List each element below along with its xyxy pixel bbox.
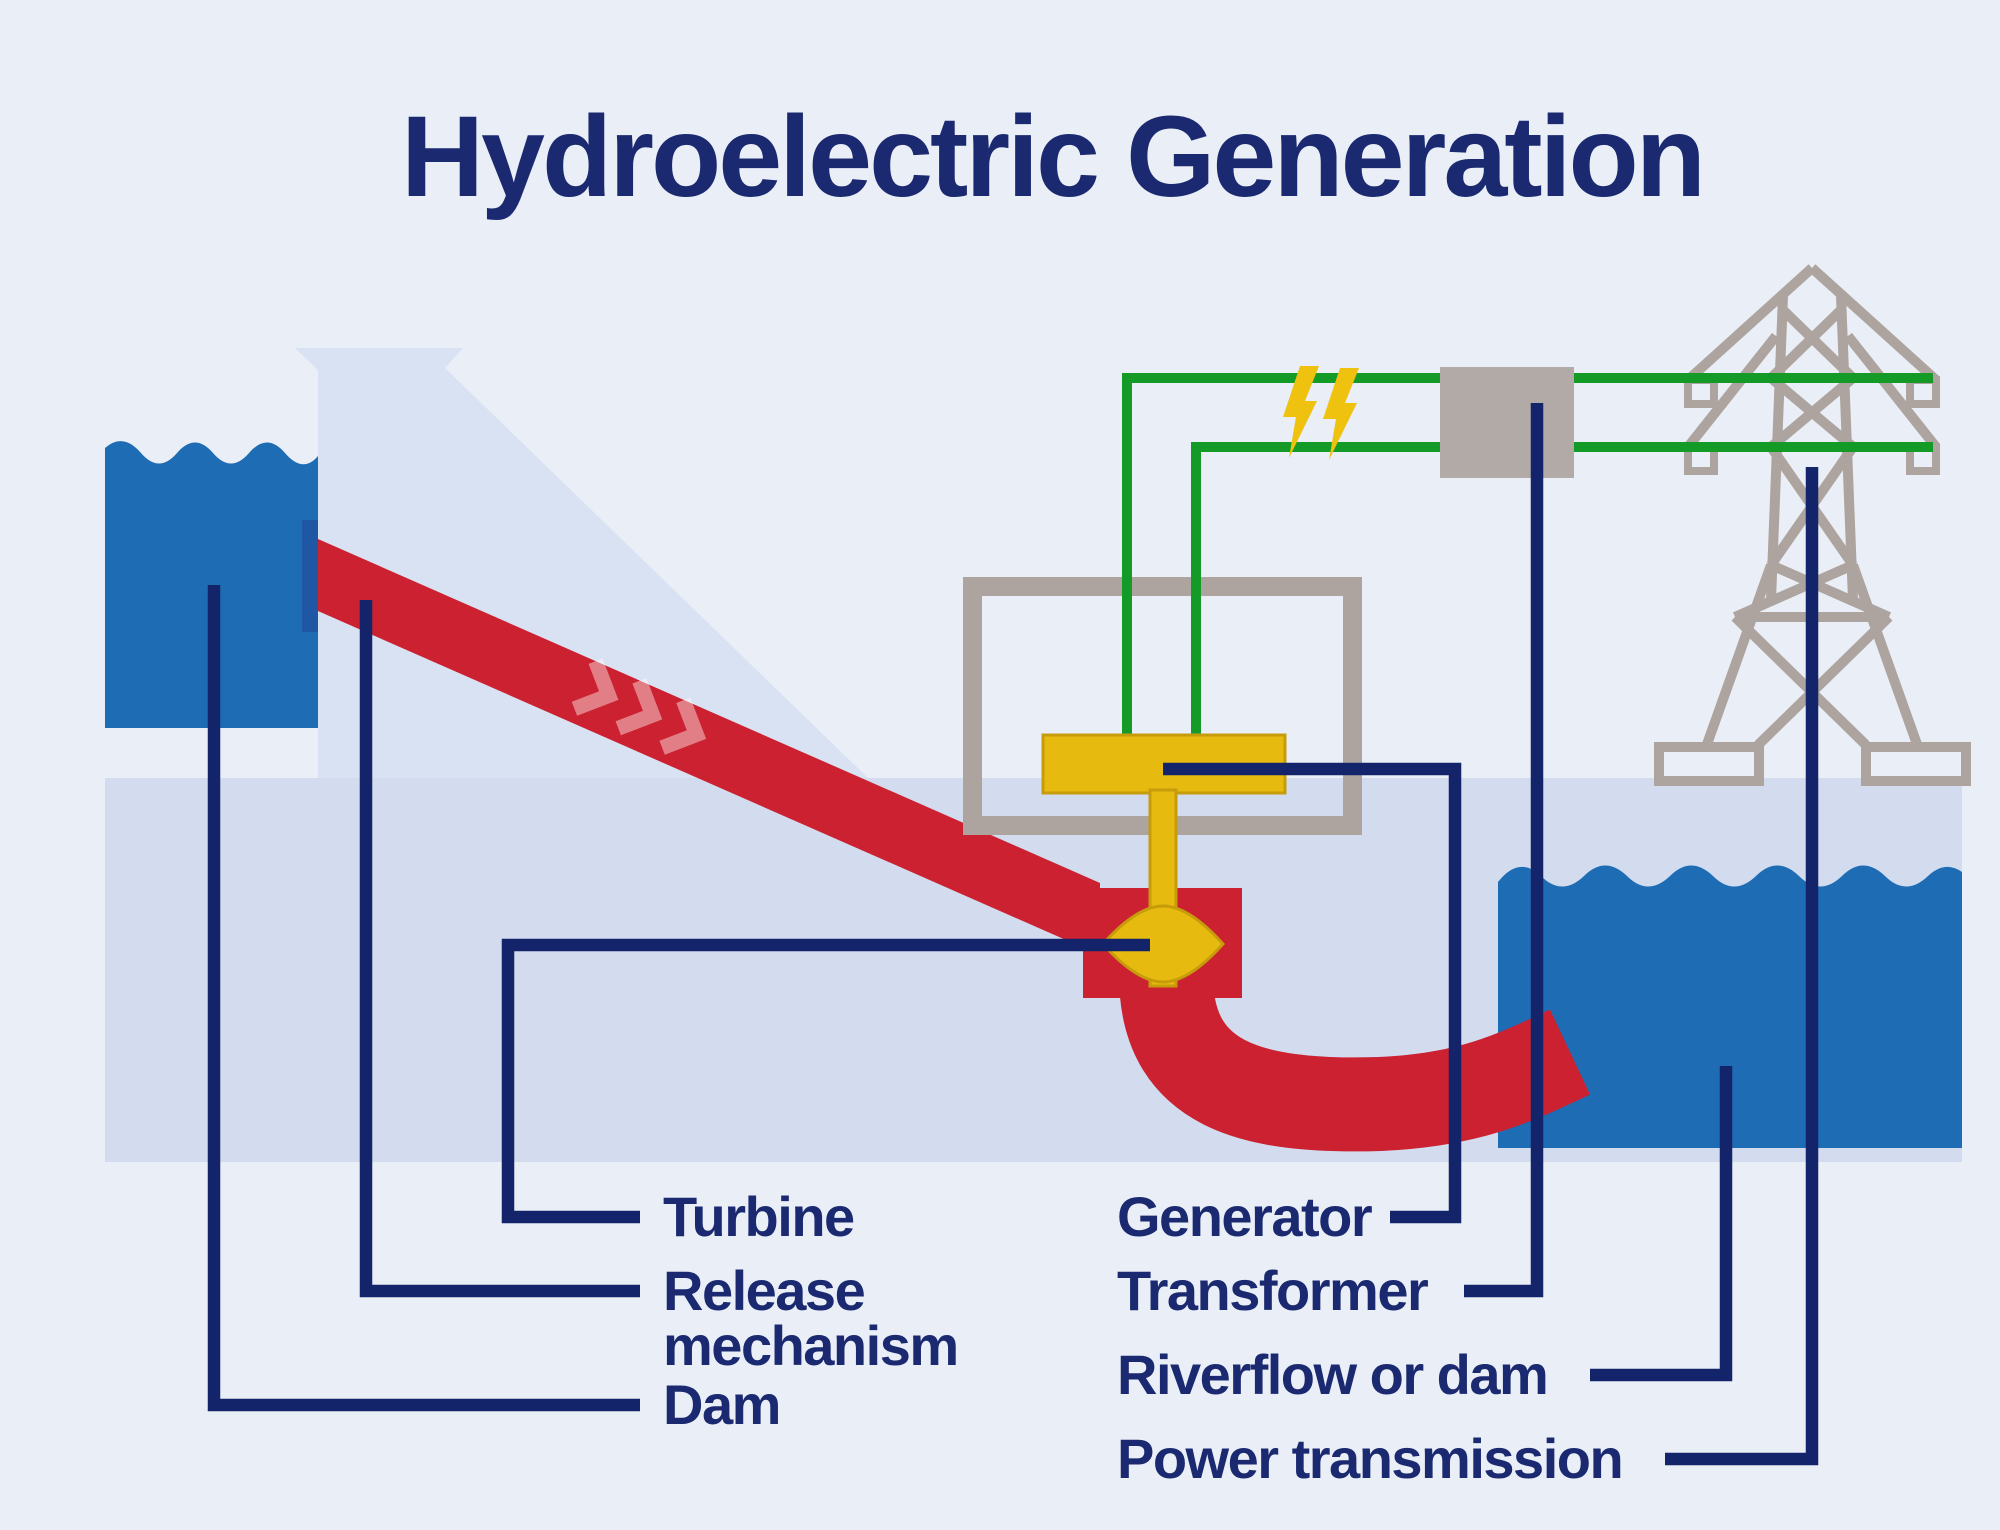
reservoir-water xyxy=(105,441,318,728)
lightning-icon xyxy=(1283,366,1359,460)
power-line-upper xyxy=(1122,373,1933,737)
label-riverflow-or-dam: Riverflow or dam xyxy=(1117,1343,1549,1406)
label-generator: Generator xyxy=(1117,1185,1373,1248)
penstock-pipe xyxy=(318,539,1100,955)
intake-slot xyxy=(302,520,318,632)
tower-base-right xyxy=(1861,742,1971,786)
power-line-lower xyxy=(1191,442,1933,737)
outflow-pipe xyxy=(1119,973,1591,1152)
flow-chevrons-icon xyxy=(571,658,707,755)
turbine-rotor xyxy=(1100,904,1226,984)
leader-release-mechanism xyxy=(359,600,640,1298)
page-title: Hydroelectric Generation xyxy=(400,93,1706,221)
riverflow-water xyxy=(1498,865,1962,1148)
label-dam: Dam xyxy=(663,1373,781,1436)
leader-transformer xyxy=(1464,403,1544,1298)
leader-dam xyxy=(207,585,640,1412)
leader-generator xyxy=(1163,762,1462,1224)
label-release-mechanism: Release mechanism xyxy=(663,1259,959,1377)
leader-power-transmission xyxy=(1665,467,1819,1466)
tower-base-left xyxy=(1654,742,1764,786)
label-turbine: Turbine xyxy=(663,1185,855,1248)
transformer-box xyxy=(1440,367,1574,478)
label-transformer: Transformer xyxy=(1117,1259,1429,1322)
leader-riverflow xyxy=(1590,1066,1733,1382)
label-power-transmission: Power transmission xyxy=(1117,1427,1624,1490)
leader-lines xyxy=(207,403,1819,1466)
dam-structure xyxy=(295,348,868,778)
leader-turbine xyxy=(501,938,1150,1224)
